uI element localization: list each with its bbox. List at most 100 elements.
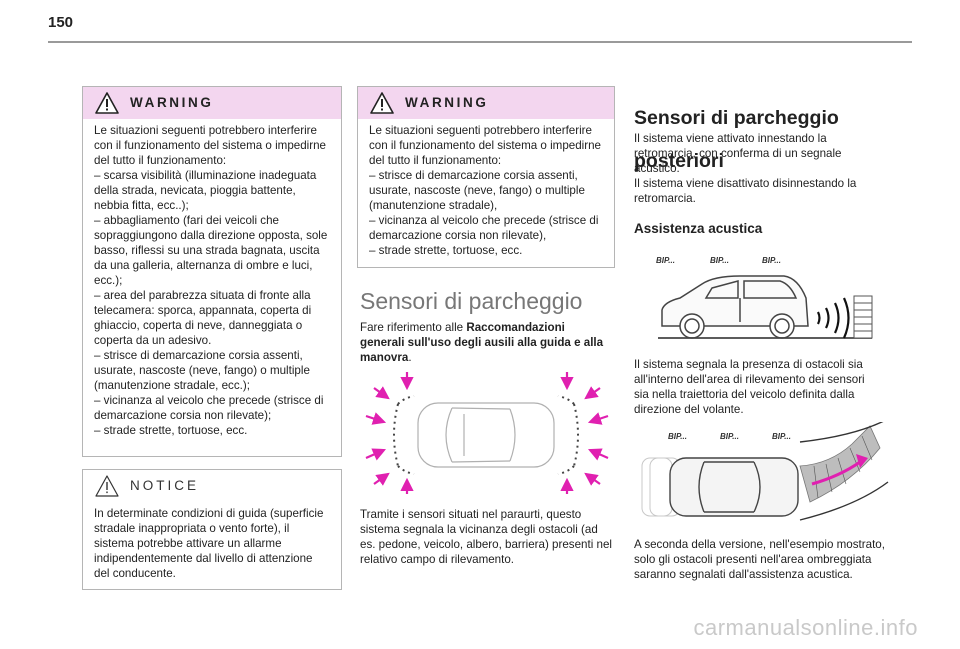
warning-header: WARNING bbox=[358, 87, 614, 119]
warning-text-line: della strada, nevicata, pioggia battente… bbox=[94, 184, 296, 197]
reference-bold: manovra bbox=[360, 351, 409, 364]
header-rule bbox=[48, 41, 912, 43]
detection-text: Il sistema segnala la presenza di ostaco… bbox=[634, 357, 896, 417]
reference-suffix: . bbox=[408, 351, 412, 364]
warning-text-line: – area del parabrezza situata di fronte … bbox=[94, 289, 311, 302]
warning-header: WARNING bbox=[83, 87, 341, 119]
heading-line: Sensori di parcheggio bbox=[634, 106, 839, 129]
body-text-line: acustico. bbox=[634, 162, 680, 175]
body-text-line: all'interno dell'area di rilevamento dei… bbox=[634, 373, 865, 386]
notice-triangle-icon bbox=[95, 475, 119, 497]
section-heading: Sensori di parcheggio bbox=[360, 288, 583, 314]
warning-text-line: con il funzionamento del sistema o imped… bbox=[369, 139, 601, 152]
car-side-view bbox=[661, 275, 809, 339]
body-text-line: direzione del volante. bbox=[634, 403, 744, 416]
reference-bold: generali sull'uso degli ausili alla guid… bbox=[360, 336, 604, 349]
bip-label: BIP... bbox=[710, 256, 729, 265]
sensor-description: Tramite i sensori situati nel paraurti, … bbox=[360, 507, 622, 567]
warning-text-line: – scarsa visibilità (illuminazione inade… bbox=[94, 169, 317, 182]
warning-text-line: (manutenzione stradale), bbox=[369, 199, 498, 212]
notice-body: In determinate condizioni di guida (supe… bbox=[83, 502, 341, 589]
warning-box-1: WARNING Le situazioni seguenti potrebber… bbox=[82, 86, 342, 457]
warning-text-line: basso, riflessi su una strada bagnata, u… bbox=[94, 244, 320, 257]
body-text-line: relativo campo di rilevamento. bbox=[360, 553, 515, 566]
warning-text-line: Le situazioni seguenti potrebbero interf… bbox=[94, 124, 317, 137]
body-text-line: Tramite i sensori situati nel paraurti, … bbox=[360, 508, 582, 521]
body-text-line: saranno segnalati dall'assistenza acusti… bbox=[634, 568, 853, 581]
trajectory-curve bbox=[799, 422, 884, 443]
detection-zone-rear bbox=[573, 403, 579, 467]
sensor-arrows bbox=[365, 372, 609, 494]
body-text-line: sistema segnala la vicinanza degli ostac… bbox=[360, 523, 598, 536]
bip-label: BIP... bbox=[772, 432, 791, 441]
bip-label: BIP... bbox=[762, 256, 781, 265]
warning-text-line: Le situazioni seguenti potrebbero interf… bbox=[369, 124, 592, 137]
warning-box-2: WARNING Le situazioni seguenti potrebber… bbox=[357, 86, 615, 268]
warning-triangle-icon bbox=[370, 92, 394, 114]
intro-text: Il sistema viene attivato innestando la r… bbox=[634, 131, 896, 206]
warning-text-line: – vicinanza al veicolo che precede (stri… bbox=[94, 394, 324, 407]
page-title: Sensori di parcheggio posteriori bbox=[634, 86, 894, 193]
body-text-line: Il sistema segnala la presenza di ostaco… bbox=[634, 358, 863, 371]
bip-label: BIP... bbox=[720, 432, 739, 441]
warning-triangle-icon bbox=[95, 92, 119, 114]
watermark: carmanualsonline.info bbox=[693, 615, 918, 640]
brick-wall bbox=[853, 295, 873, 339]
car-top-view bbox=[669, 457, 799, 517]
warning-text-line: – vicinanza al veicolo che precede (stri… bbox=[369, 214, 599, 227]
page-number: 150 bbox=[48, 14, 74, 31]
notice-text-line: sistema potrebbe attivare un allarme bbox=[94, 537, 282, 550]
warning-text-line: usurate, nascoste (neve, fango) o multip… bbox=[94, 364, 310, 377]
version-note-text: A seconda della versione, nell'esempio m… bbox=[634, 537, 896, 582]
sound-waves-icon bbox=[816, 297, 850, 339]
bip-labels: BIP... BIP... BIP... bbox=[656, 256, 781, 265]
warning-title: WARNING bbox=[405, 95, 489, 110]
body-text-line: Il sistema viene disattivato disinnestan… bbox=[634, 177, 857, 190]
warning-text-line: – strisce di demarcazione corsia assenti… bbox=[94, 349, 303, 362]
subheading-acoustic: Assistenza acustica bbox=[634, 221, 763, 236]
body-text-line: sia nella traiettoria del veicolo defini… bbox=[634, 388, 855, 401]
body-text-line: Il sistema viene attivato innestando la bbox=[634, 132, 827, 145]
warning-body: Le situazioni seguenti potrebbero interf… bbox=[83, 119, 341, 446]
rear-sensor-side-illustration: BIP... BIP... BIP... bbox=[656, 256, 873, 339]
bip-label: BIP... bbox=[656, 256, 675, 265]
notice-header: NOTICE bbox=[83, 470, 341, 502]
parking-sensors-illustration bbox=[365, 372, 609, 494]
notice-text-line: del conducente. bbox=[94, 567, 176, 580]
warning-text-line: del tutto il funzionamento: bbox=[369, 154, 502, 167]
warning-text-line: demarcazione corsia non rilevate), bbox=[369, 229, 547, 242]
notice-title: NOTICE bbox=[130, 478, 200, 493]
body-text-line: retromarcia, con conferma di un segnale bbox=[634, 147, 842, 160]
warning-text-line: (manutenzione stradale, ecc.); bbox=[94, 379, 250, 392]
warning-text-line: – strade strette, tortuose, ecc. bbox=[94, 424, 248, 437]
trajectory-arrow-icon bbox=[811, 460, 861, 486]
reference-prefix: Fare riferimento alle bbox=[360, 321, 467, 334]
warning-text-line: coperta da un adesivo. bbox=[94, 334, 212, 347]
warning-text-line: ecc.); bbox=[94, 274, 123, 287]
heading-line: posteriori bbox=[634, 150, 724, 172]
bip-labels: BIP... BIP... BIP... bbox=[668, 432, 791, 441]
notice-text-line: indipendentemente dal livello di attenzi… bbox=[94, 552, 313, 565]
body-text-line: A seconda della versione, nell'esempio m… bbox=[634, 538, 885, 551]
car-top-view bbox=[417, 402, 555, 468]
warning-text-line: demarcazione corsia non rilevate); bbox=[94, 409, 272, 422]
warning-text-line: da una galleria, alternanza di ombre e l… bbox=[94, 259, 313, 272]
warning-body: Le situazioni seguenti potrebbero interf… bbox=[358, 119, 614, 266]
body-text-line: solo gli ostacoli presenti nell'area omb… bbox=[634, 553, 872, 566]
warning-text-line: – strade strette, tortuose, ecc. bbox=[369, 244, 523, 257]
warning-text-line: del tutto il funzionamento: bbox=[94, 154, 227, 167]
warning-text-line: – strisce di demarcazione corsia assenti… bbox=[369, 169, 578, 182]
reference-bold: Raccomandazioni bbox=[466, 321, 565, 334]
warning-text-line: telecamera: sporca, appannata, coperta d… bbox=[94, 304, 312, 317]
detection-zone-front bbox=[393, 403, 399, 467]
body-text-line: es. pedone, veicolo, albero, barriera) p… bbox=[360, 538, 612, 551]
warning-text-line: con il funzionamento del sistema o imped… bbox=[94, 139, 326, 152]
warning-text-line: sopraggiungono dalla direzione opposta, … bbox=[94, 229, 328, 242]
body-text-line: retromarcia. bbox=[634, 192, 696, 205]
reference-line: Fare riferimento alle Raccomandazioni bbox=[360, 320, 620, 335]
reference-line: generali sull'uso degli ausili alla guid… bbox=[360, 335, 620, 350]
notice-box: NOTICE In determinate condizioni di guid… bbox=[82, 469, 342, 590]
warning-text-line: nebbia fitta, ecc..); bbox=[94, 199, 189, 212]
reference-line: manovra. bbox=[360, 350, 620, 365]
